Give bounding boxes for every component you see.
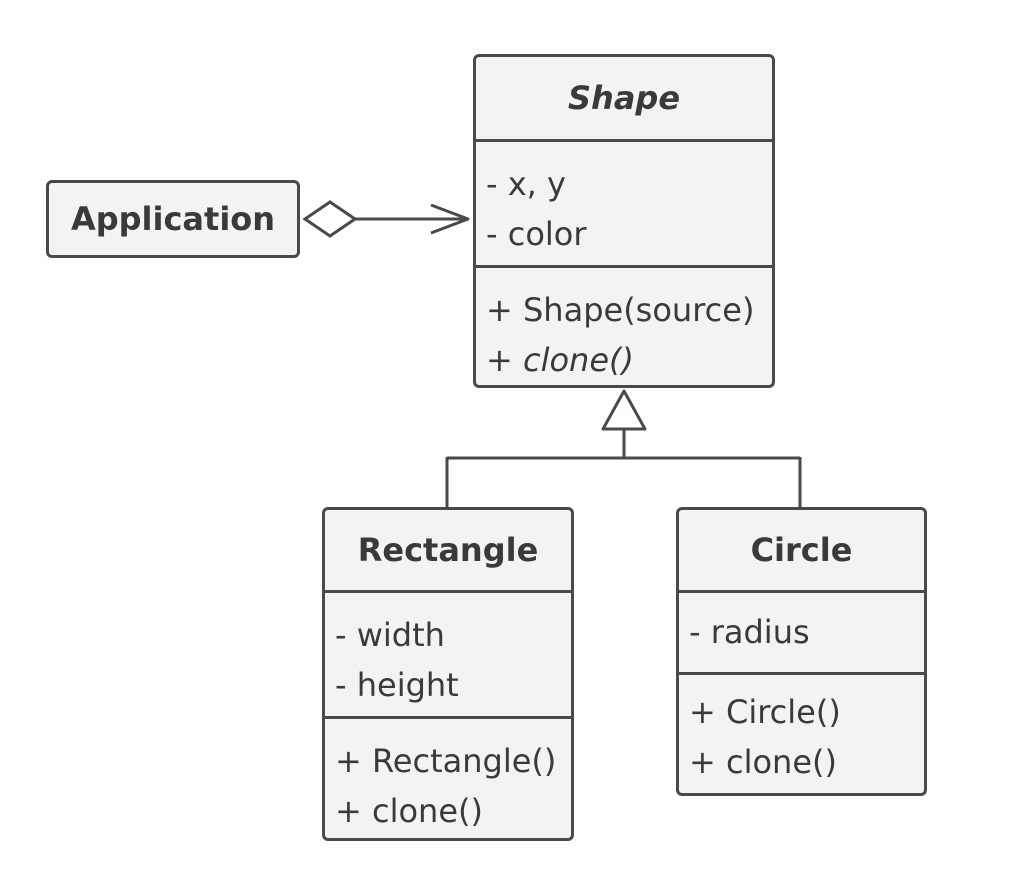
circle-title: Circle [750,531,853,569]
shape-field: - x, y [486,165,566,203]
shape-title: Shape [567,79,681,117]
inheritance-triangle-icon [601,389,647,431]
aggregation-diamond-icon [302,200,358,238]
rectangle-method: + clone() [335,792,483,830]
circle-methods: + Circle() + clone() [679,672,924,793]
rectangle-fields: - width - height [325,590,571,716]
shape-method-abstract: clone() [522,341,634,379]
circle-method: + clone() [689,743,837,781]
rectangle-title: Rectangle [357,531,539,569]
shape-fields: - x, y - color [476,139,772,265]
rectangle-method: + Rectangle() [335,742,557,780]
rectangle-field: - height [335,666,459,704]
shape-method-prefix: + [486,341,523,379]
inheritance-connector [445,389,802,508]
rectangle-field: - width [335,616,445,654]
application-class: Application [46,180,300,258]
arrowhead-icon [430,203,470,235]
shape-method: + Shape(source) [486,291,755,329]
shape-methods: + Shape(source) + clone() [476,265,772,385]
shape-field: - color [486,215,587,253]
circle-method: + Circle() [689,693,841,731]
application-title: Application [70,200,276,238]
shape-method: + clone() [486,335,762,385]
rectangle-class: Rectangle - width - height + Rectangle()… [322,507,574,841]
circle-class: Circle - radius + Circle() + clone() [676,507,927,796]
shape-class: Shape - x, y - color + Shape(source) + c… [473,54,775,388]
aggregation-connector [302,200,470,238]
rectangle-methods: + Rectangle() + clone() [325,716,571,838]
circle-field: - radius [689,613,810,651]
circle-fields: - radius [679,590,924,672]
